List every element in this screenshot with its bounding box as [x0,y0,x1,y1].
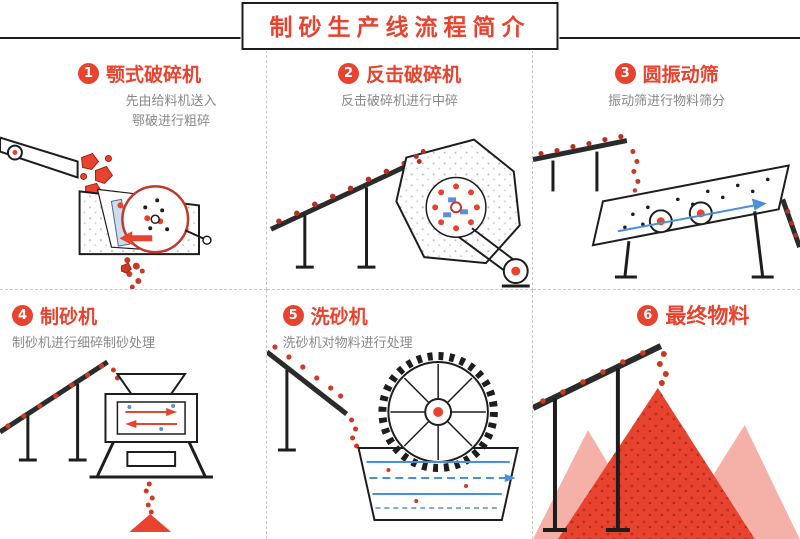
panel-title: 最终物料 [665,304,750,328]
panel-final-material: 6 最终物料 [533,290,800,539]
panel-description: 反击破碎机进行中碎 [267,92,533,112]
desc-line: 先由给料机送入 [125,94,217,109]
impact-crusher-illustration [269,138,530,288]
direction-arrow [119,231,153,246]
feed-conveyor [533,134,641,193]
falling-sand-stream [657,351,670,386]
crushed-output [120,257,145,289]
panel-heading: 5 洗砂机 [282,302,368,329]
panel-description: 振动筛进行物料筛分 [533,92,800,112]
desc-line: 振动筛进行物料筛分 [608,94,726,109]
sand-washer-illustration [266,344,519,521]
jaw-crusher-illustration [0,136,212,289]
discharge-chute [780,198,800,248]
panel-description: 洗砂机对物料进行处理 [283,334,413,354]
step-number-badge: 2 [337,63,359,84]
panel-title: 颚式破碎机 [106,64,202,86]
water-lines [366,461,516,509]
panel-title: 反击破碎机 [365,64,461,86]
sand-in-water [386,468,468,503]
final-material-illustration [533,343,800,539]
panel-heading: 6 最终物料 [637,300,749,330]
panel-heading: 4 制砂机 [12,302,97,329]
panel-impact-crusher: 2 反击破碎机 反击破碎机进行中碎 [266,40,534,290]
panel-description: 制砂机进行细碎制砂处理 [12,334,155,354]
falling-material [630,149,641,193]
feed-conveyor [0,359,120,462]
crusher-housing [394,138,521,265]
panel-sand-maker: 4 制砂机 制砂机进行细碎制砂处理 [0,290,267,539]
panel-heading: 3 圆振动筛 [533,60,800,87]
panel-sand-washer: 5 洗砂机 洗砂机对物料进行处理 [266,290,534,539]
falling-sand [348,417,359,449]
panel-title: 圆振动筛 [642,64,719,86]
feed-conveyor [269,159,417,269]
step-number-badge: 5 [282,305,304,326]
feed-conveyor [266,344,359,452]
sand-maker-machine [89,373,213,479]
screen-deck [591,164,791,279]
sand-maker-illustration [0,359,213,532]
step-number-badge: 6 [637,304,659,326]
sand-piles [533,388,800,539]
panel-vibrating-screen: 3 圆振动筛 振动筛进行物料筛分 [533,40,800,290]
title-box: 制砂生产线流程简介 [241,2,559,50]
vibrating-screen-illustration [533,134,800,279]
panel-heading: 2 反击破碎机 [267,60,533,87]
desc-line: 洗砂机对物料进行处理 [282,336,413,351]
step-number-badge: 4 [12,305,33,326]
step-number-badge: 1 [78,63,99,84]
step-number-badge: 3 [614,63,636,84]
elevated-conveyor [533,343,663,532]
panel-jaw-crusher: 1 颚式破碎机 先由给料机送入 鄂破进行粗碎 [0,40,267,290]
panel-description: 先由给料机送入 鄂破进行粗碎 [96,92,246,132]
process-grid: 1 颚式破碎机 先由给料机送入 鄂破进行粗碎 [0,40,800,539]
feeder-chute [0,136,79,179]
page-title: 制砂生产线流程简介 [269,15,531,41]
panel-title: 洗砂机 [310,306,368,328]
desc-line: 鄂破进行粗碎 [131,114,210,130]
desc-line: 反击破碎机进行中碎 [340,94,458,109]
sand-output [129,481,172,532]
desc-line: 制砂机进行细碎制砂处理 [12,336,156,351]
panel-title: 制砂机 [40,306,98,328]
belt-drive [458,227,530,288]
panel-heading: 1 颚式破碎机 [78,60,201,87]
